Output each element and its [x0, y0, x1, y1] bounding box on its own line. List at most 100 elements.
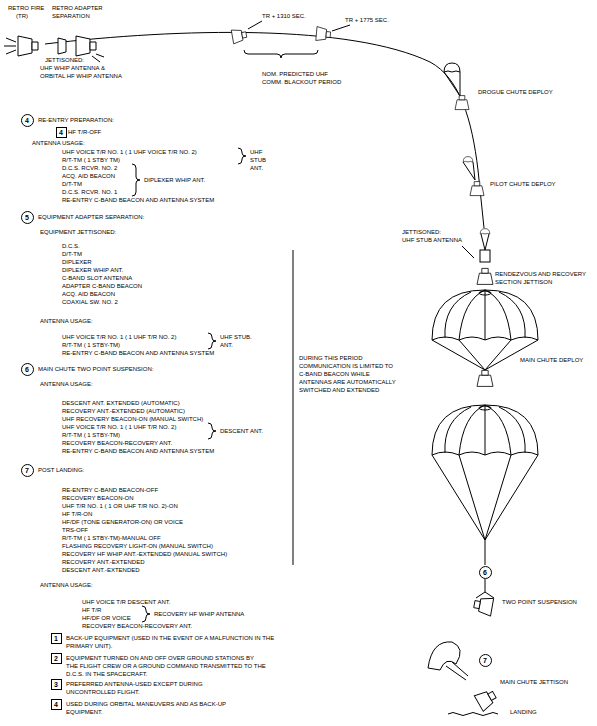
annotation-label: ANTENNA USAGE: [40, 317, 93, 325]
callout-number: 4 [54, 701, 58, 708]
annotation-label: COMM. BLACKOUT PERIOD [262, 78, 341, 86]
shroud-lines [481, 234, 489, 250]
annotation-label: RE-ENTRY C-BAND BEACON AND ANTENNA SYSTE… [62, 196, 214, 204]
callout-number: 4 [59, 129, 63, 136]
annotation-label: MAIN CHUTE TWO POINT SUSPENSION: [38, 365, 153, 373]
annotation-label: DURING THIS PERIOD COMMUNICATION IS LIMI… [299, 354, 399, 394]
annotation-label: R/T-TM ( 1 STBY-TM) [62, 431, 120, 439]
callout-number: 3 [54, 681, 58, 688]
annotation-label: TRS-OFF [62, 526, 88, 534]
annotation-label: MAIN CHUTE DEPLOY [520, 356, 583, 364]
blackout-brace [244, 50, 318, 58]
shroud-lines [432, 340, 538, 370]
spacecraft [477, 370, 493, 386]
annotation-label: RECOVERY BEACON-ON [62, 494, 133, 502]
annotation-label: ADAPTER C-BAND BEACON [62, 282, 142, 290]
brace [208, 333, 216, 349]
callout-number: 4 [25, 117, 29, 124]
annotation-label: DIPLEXER [62, 258, 92, 266]
brace [142, 606, 150, 622]
footnote-box: 4 [56, 127, 67, 138]
annotation-label: DIPLEXER WHIP ANT. [144, 176, 205, 184]
callout-circle: 5 [21, 211, 34, 224]
annotation-label: JETTISONED: [45, 56, 84, 64]
spacecraft [474, 687, 499, 712]
annotation-label: UHF STUB ANTENNA [402, 236, 462, 244]
spacecraft [470, 182, 484, 196]
annotation-label: ANTENNA USAGE: [32, 139, 85, 147]
callout-circle: 7 [21, 464, 34, 477]
footnote-box: 2 [51, 653, 62, 664]
annotation-label: DIPLEXER WHIP ANT. [62, 266, 123, 274]
annotation-label: ORBITAL HF WHIP ANTENNA [40, 72, 122, 80]
annotation-label: DESCENT ANT.-EXTENDED [62, 566, 140, 574]
callout-number: 6 [483, 569, 487, 576]
callout-number: 7 [25, 467, 29, 474]
callout-circle: 6 [21, 363, 34, 376]
annotation-label: ACQ. AID BEACON [62, 172, 115, 180]
annotation-label: RECOVERY BEACON-RECOVERY ANT. [62, 439, 172, 447]
annotation-label: UHF STUB ANT. [250, 148, 274, 172]
jettisoned-antenna [92, 54, 104, 62]
brace [238, 148, 246, 164]
annotation-label: RECOVERY HF WHIP ANTENNA [154, 610, 244, 618]
annotation-label: RECOVERY HF WHIP ANT.-EXTENDED (MANUAL S… [62, 550, 227, 558]
annotation-label: UHF VOICE T/R NO. 1 ( 1 UHF T/R NO. 2) [62, 333, 176, 341]
spacecraft [477, 268, 493, 284]
main-chute [432, 405, 538, 455]
callout-number: 1 [54, 635, 58, 642]
spacecraft [18, 36, 38, 56]
annotation-label: PREFERRED ANTENNA-USED EXCEPT DURING UNC… [66, 680, 226, 696]
annotation-label: UHF WHIP ANTENNA & [40, 64, 105, 72]
footnote-box: 4 [51, 699, 62, 710]
annotation-label: D/T-TM [62, 180, 82, 188]
period-bracket [293, 250, 294, 565]
jettisoned-chute [428, 642, 460, 670]
annotation-label: DROGUE CHUTE DEPLOY [478, 88, 553, 96]
adapter [58, 38, 66, 54]
annotation-label: RE-ENTRY C-BAND BEACON AND ANTENNA SYSTE… [62, 349, 214, 357]
annotation-label: RE-ENTRY C-BAND BEACON-OFF [62, 486, 158, 494]
annotation-label: HF T/R [82, 606, 101, 614]
annotation-label: JETTISONED: [402, 228, 441, 236]
annotation-label: USED DURING ORBITAL MANEUVERS AND AS BAC… [66, 700, 226, 716]
annotation-label: EQUIPMENT TURNED ON AND OFF OVER GROUND … [66, 654, 266, 678]
brace [132, 164, 140, 196]
annotation-label: HF T/R-ON [62, 510, 92, 518]
spacecraft [473, 595, 494, 616]
leader-line [462, 246, 474, 258]
callout-number: 6 [25, 366, 29, 373]
pilot-chute [463, 157, 473, 162]
annotation-label: RETRO ADAPTER SEPARATION [52, 4, 104, 20]
annotation-label: RECOVERY ANT.-EXTENDED (AUTOMATIC) [62, 407, 185, 415]
footnote-box: 1 [51, 633, 62, 644]
annotation-label: DESCENT ANT. [220, 427, 263, 435]
annotation-label: HF/DF OR VOICE [82, 614, 131, 622]
drogue-chute [444, 63, 460, 72]
main-chute [432, 290, 538, 340]
spacecraft [76, 36, 96, 56]
annotation-label: UHF VOICE T/R NO. 1 ( 1 UHF VOICE T/R NO… [62, 148, 197, 156]
annotation-label: R/T-TM ( 1 STBY-TM)-MANUAL OFF [62, 534, 161, 542]
trajectory [45, 32, 484, 228]
annotation-label: D.C.S. RCVR. NO. 2 [62, 164, 117, 172]
annotation-label: RENDEZVOUS AND RECOVERY SECTION JETTISON [495, 270, 593, 286]
annotation-label: RECOVERY ANT.-EXTENDED [62, 558, 144, 566]
spacecraft [455, 96, 469, 110]
annotation-label: UHF T/R NO. 1 ( 1 OR UHF T/R NO. 2)-ON [62, 502, 178, 510]
annotation-label: UHF RECOVERY BEACON-ON (MANUAL SWITCH) [62, 415, 203, 423]
annotation-label: TR + 1775 SEC. [345, 16, 389, 24]
annotation-label: HF/DF (TONE GENERATOR-ON) OR VOICE [62, 518, 183, 526]
annotation-label: COAXIAL SW. NO. 2 [62, 298, 118, 306]
rr-section [480, 250, 490, 262]
annotation-label: UHF STUB. ANT. [220, 333, 260, 349]
annotation-label: PILOT CHUTE DEPLOY [490, 180, 556, 188]
shroud-lines [444, 72, 460, 96]
annotation-label: R/T-TM ( 1 STBY-TM) [62, 341, 120, 349]
annotation-label: BACK-UP EQUIPMENT (USED IN THE EVENT OF … [66, 634, 281, 650]
annotation-label: ACQ. AID BEACON [62, 290, 115, 298]
spacecraft [231, 28, 247, 44]
retro-flame [4, 38, 16, 54]
callout-circle: 7 [479, 654, 492, 667]
annotation-label: D.C.S. RCVR. NO. 1 [62, 188, 117, 196]
